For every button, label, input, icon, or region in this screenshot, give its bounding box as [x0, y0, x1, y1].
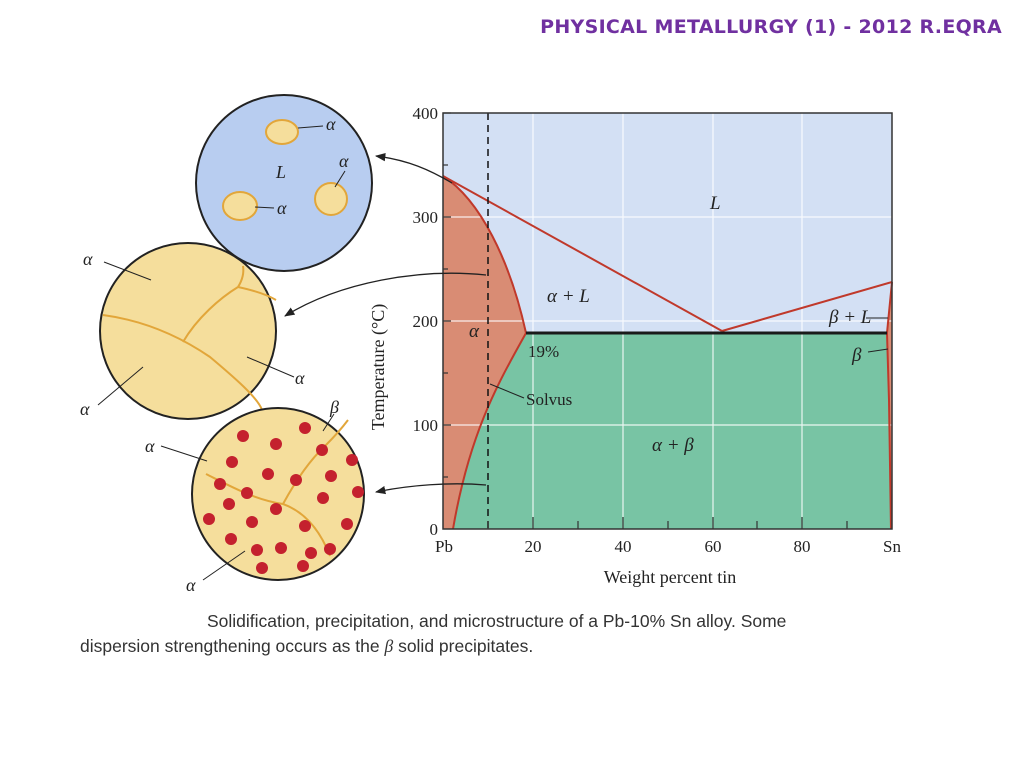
region-label-alpha-plus-liquid: α + L: [547, 286, 590, 307]
liquidus-left: [442, 175, 723, 332]
micrograph-alpha-grains: α α α: [80, 242, 305, 420]
solidus-left: [442, 175, 527, 334]
micro-top-liquid-label: L: [275, 162, 286, 182]
phase-diagram: 0 100 200 300 400 Pb 20 40 60 80 Sn Weig…: [368, 104, 901, 587]
solubility-label: 19%: [528, 342, 559, 361]
axis-ticks: [443, 112, 848, 529]
beta-solidus: [886, 281, 893, 334]
x-tick-label: Sn: [883, 537, 901, 556]
y-tick-label: 200: [413, 312, 439, 331]
liquidus-right: [721, 281, 893, 332]
caption-line-2: dispersion strengthening occurs as the β…: [80, 634, 920, 659]
micro-bottom-beta-label: β: [329, 397, 339, 417]
micro-top-alpha-label: α: [277, 198, 287, 218]
micro-top-alpha-label: α: [326, 114, 336, 134]
y-axis-label: Temperature (°C): [368, 304, 389, 430]
y-tick-label: 0: [430, 520, 439, 539]
phase-boundaries: [442, 175, 893, 530]
caption-line-1: Solidification, precipitation, and micro…: [207, 611, 787, 631]
region-label-beta-plus-liquid: β + L: [828, 307, 871, 328]
beta-solvus: [886, 332, 892, 530]
connector-arrows: [284, 153, 487, 495]
micro-mid-alpha-label: α: [83, 249, 93, 269]
micro-bottom-alpha-label: α: [145, 436, 155, 456]
x-tick-label: 40: [615, 537, 632, 556]
micrograph-liquid-alpha: L α α α: [195, 94, 373, 272]
region-label-alpha: α: [469, 321, 480, 342]
micrograph-alpha-beta-precipitates: α β α: [145, 397, 365, 595]
solvus-label: Solvus: [526, 390, 572, 409]
region-label-liquid: L: [709, 193, 721, 214]
micro-bottom-alpha-label: α: [186, 575, 196, 595]
region-label-beta: β: [851, 345, 862, 366]
x-axis-label: Weight percent tin: [604, 567, 737, 587]
x-tick-label: 20: [525, 537, 542, 556]
y-tick-label: 100: [413, 416, 439, 435]
beta-precipitates: [203, 422, 364, 574]
y-tick-label: 400: [413, 104, 439, 123]
micro-mid-alpha-label: α: [80, 399, 90, 419]
phase-diagram-figure: 0 100 200 300 400 Pb 20 40 60 80 Sn Weig…: [80, 94, 901, 595]
x-tick-label: 80: [794, 537, 811, 556]
micro-top-alpha-label: α: [339, 151, 349, 171]
solvus-curve: [452, 332, 527, 530]
caption-beta-symbol: β: [384, 636, 394, 656]
figure-caption: Solidification, precipitation, and micro…: [80, 609, 920, 659]
micro-mid-alpha-label: α: [295, 368, 305, 388]
slide-title: PHYSICAL METALLURGY (1) - 2012 R.EQRA: [540, 16, 1002, 38]
y-tick-label: 300: [413, 208, 439, 227]
x-tick-label: 60: [705, 537, 722, 556]
region-label-alpha-plus-beta: α + β: [652, 435, 694, 456]
alpha-region: [443, 176, 526, 529]
caption-line-2-end: solid precipitates.: [393, 636, 534, 656]
caption-line-2-start: dispersion strengthening occurs as the: [80, 636, 385, 656]
alpha-plus-beta-region: [453, 333, 891, 529]
x-tick-label: Pb: [435, 537, 453, 556]
